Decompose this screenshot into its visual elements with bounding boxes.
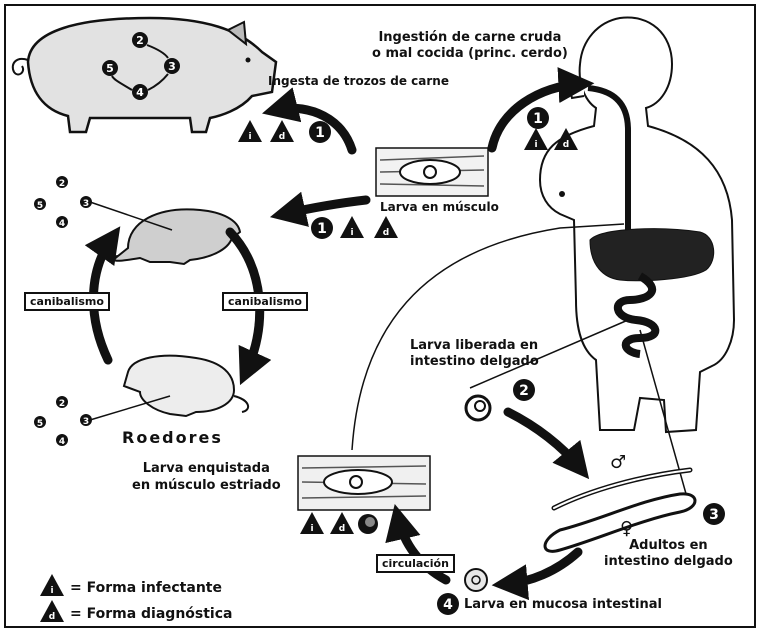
larva-enquistada-label: Larva enquistada en músculo estriado <box>132 460 281 494</box>
pig-stage-4: 4 <box>136 86 144 99</box>
arrow-to-adults <box>508 412 580 468</box>
male-symbol: ♂ <box>610 452 626 473</box>
arrow-to-rat <box>284 200 366 214</box>
svg-text:d: d <box>383 228 389 238</box>
stage-1-rat: 1 <box>317 221 327 237</box>
ingestion-title-line2: o mal cocida (princ. cerdo) <box>372 46 568 62</box>
svg-text:5: 5 <box>37 201 43 211</box>
pig-stage-2: 2 <box>136 34 144 47</box>
ingestion-title-line1: Ingestión de carne cruda <box>372 30 568 46</box>
mucosa-larva <box>465 569 487 591</box>
rat-top <box>102 209 240 264</box>
larva-mucosa-label: Larva en mucosa intestinal <box>464 597 662 612</box>
canibalismo-left-label: canibalismo <box>24 292 110 311</box>
svg-text:i: i <box>248 132 251 142</box>
muscle-larva-bottom <box>298 456 430 510</box>
muscle-larva-top <box>376 148 488 196</box>
pig-stage-3: 3 <box>168 60 176 73</box>
legend-diagnostic: = Forma diagnóstica <box>70 606 232 622</box>
female-symbol: ♀ <box>620 518 633 539</box>
released-larva-cyst <box>466 396 490 420</box>
stage-2: 2 <box>519 383 529 399</box>
svg-text:d: d <box>563 140 569 150</box>
svg-text:5: 5 <box>37 419 43 429</box>
human-silhouette <box>540 17 734 432</box>
form-badges: i d i d i d i d i d <box>40 120 578 622</box>
svg-text:4: 4 <box>59 219 65 229</box>
larva-liberada-line1: Larva liberada en <box>410 338 539 354</box>
pig-stage-5: 5 <box>106 62 114 75</box>
stage-1-pig: 1 <box>315 125 325 141</box>
adultos-line2: intestino delgado <box>604 554 733 570</box>
stage-1-human: 1 <box>533 111 543 127</box>
adultos-line1: Adultos en <box>604 538 733 554</box>
adultos-label: Adultos en intestino delgado <box>604 538 733 570</box>
svg-text:i: i <box>50 586 53 596</box>
circulacion-label: circulación <box>376 554 455 573</box>
canibalismo-right-label: canibalismo <box>222 292 308 311</box>
larva-musculo-label: Larva en músculo <box>380 200 499 214</box>
svg-text:2: 2 <box>59 179 65 189</box>
svg-text:d: d <box>279 132 285 142</box>
rat-bottom <box>124 356 248 416</box>
svg-text:3: 3 <box>83 199 89 209</box>
legend-infective: = Forma infectante <box>70 580 222 596</box>
larva-enquistada-line1: Larva enquistada <box>132 460 281 477</box>
svg-text:2: 2 <box>59 399 65 409</box>
svg-text:i: i <box>534 140 537 150</box>
arrow-to-mucosa <box>506 552 578 584</box>
svg-text:3: 3 <box>83 417 89 427</box>
svg-text:4: 4 <box>59 437 65 447</box>
larva-liberada-label: Larva liberada en intestino delgado <box>410 338 539 370</box>
svg-text:i: i <box>350 228 353 238</box>
svg-text:i: i <box>310 524 313 534</box>
larva-liberada-line2: intestino delgado <box>410 354 539 370</box>
stage-4: 4 <box>443 597 453 613</box>
ingesta-trozos-label: Ingesta de trozos de carne <box>268 74 449 88</box>
ingestion-title: Ingestión de carne cruda o mal cocida (p… <box>372 30 568 62</box>
svg-text:d: d <box>49 612 55 622</box>
stage-3: 3 <box>709 507 719 523</box>
larva-enquistada-line2: en músculo estriado <box>132 477 281 494</box>
roedores-label: Roedores <box>122 428 223 447</box>
svg-text:d: d <box>339 524 345 534</box>
